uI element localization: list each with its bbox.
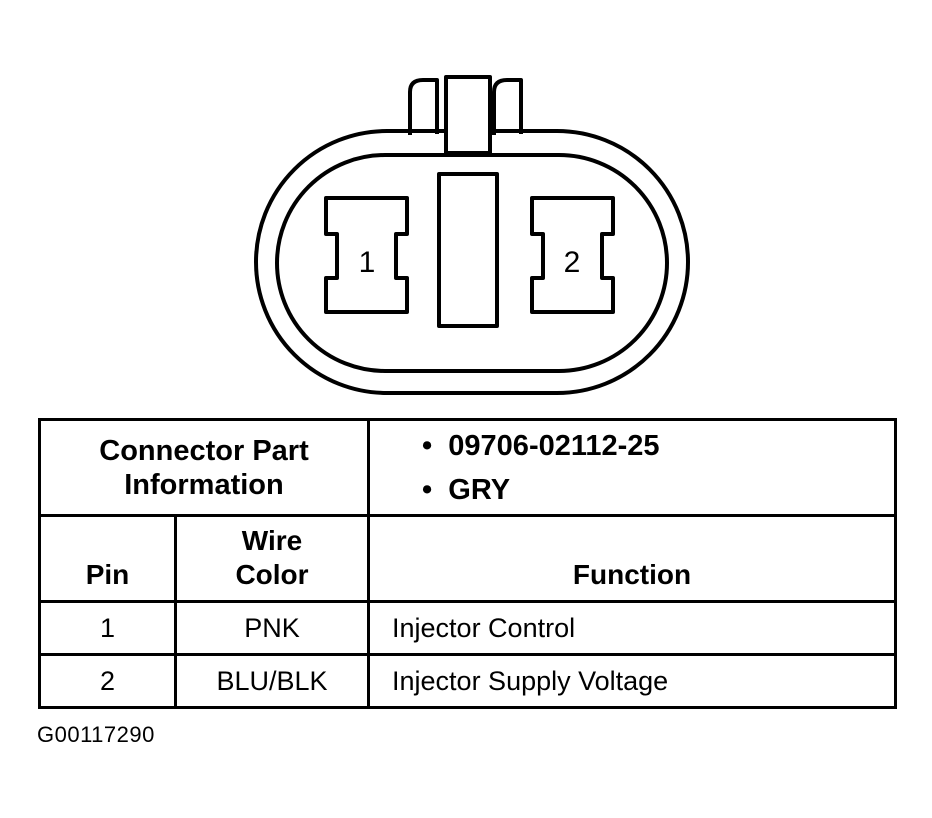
table-row: 1 PNK Injector Control: [38, 600, 898, 656]
figure-id: G00117290: [37, 722, 155, 747]
row-2-function: Injector Supply Voltage: [367, 653, 898, 709]
header-function: Function: [367, 514, 898, 603]
row-2-pin: 2: [38, 653, 177, 709]
pin-1-label: 1: [359, 246, 376, 279]
part-info-label-line2: Information: [124, 468, 284, 501]
part-info-label-line1: Connector Part: [99, 434, 309, 467]
bullet-icon: •: [422, 429, 433, 462]
part-number-item: • 09706-02112-25: [422, 424, 894, 468]
part-info-label: Connector Part Information: [37, 418, 371, 517]
header-pin: Pin: [38, 514, 177, 603]
row-1-function: Injector Control: [367, 600, 898, 656]
bullet-icon: •: [422, 473, 433, 506]
center-key: [437, 172, 499, 328]
connector-color: GRY: [448, 473, 511, 506]
connector-housing-outer: [254, 129, 690, 395]
terminal-cavity-1: [324, 196, 409, 314]
pin-2-label: 2: [564, 246, 581, 279]
header-wire-color: Wire Color: [173, 514, 371, 603]
row-2-wire-color: BLU/BLK: [173, 653, 371, 709]
row-1-pin: 1: [38, 600, 177, 656]
connector-diagram: 1 2: [254, 75, 690, 395]
locking-tab: [408, 78, 523, 135]
row-1-wire-color: PNK: [173, 600, 371, 656]
connector-pinout-table: Connector Part Information • 09706-02112…: [37, 418, 898, 709]
locking-tab-center: [444, 75, 492, 155]
column-header-row: Pin Wire Color Function: [38, 514, 898, 603]
part-info-values: • 09706-02112-25 • GRY: [367, 418, 898, 517]
table-row: 2 BLU/BLK Injector Supply Voltage: [38, 653, 898, 709]
part-number: 09706-02112-25: [448, 429, 660, 462]
header-wire-color-line2: Color: [235, 559, 309, 590]
header-wire-color-line1: Wire: [241, 525, 303, 556]
terminal-cavity-2: [530, 196, 615, 314]
part-info-row: Connector Part Information • 09706-02112…: [37, 418, 898, 517]
connector-color-item: • GRY: [422, 468, 894, 512]
